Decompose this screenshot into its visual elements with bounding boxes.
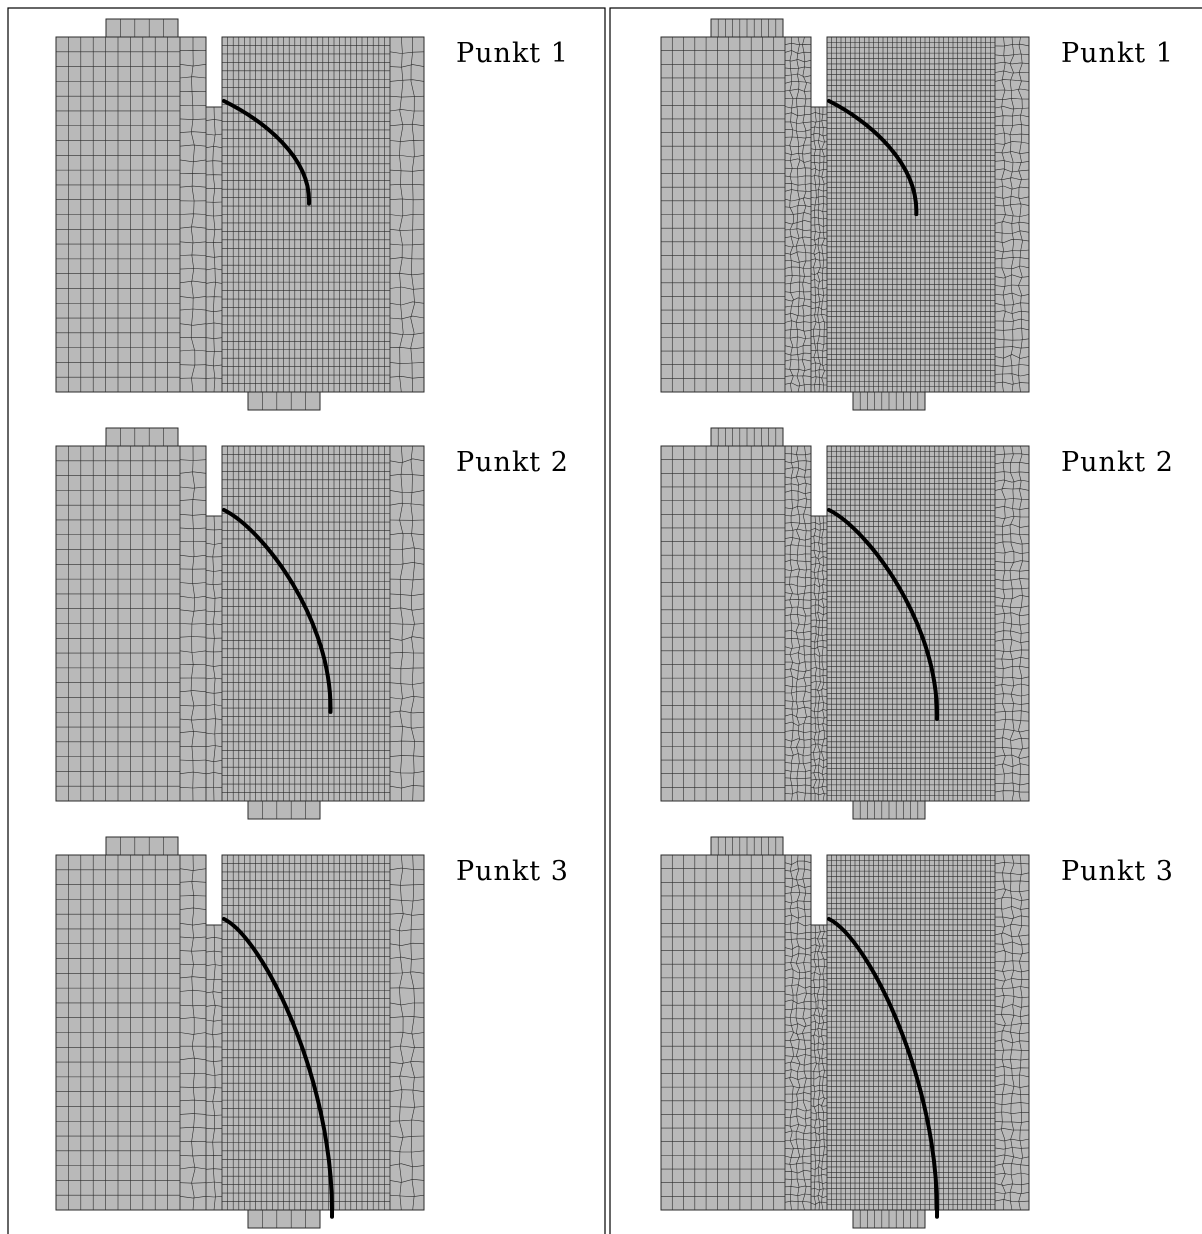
crack-path bbox=[827, 99, 919, 217]
panel-frames bbox=[7, 7, 1202, 1234]
specimens-layer: Punkt 1 Punkt 2 Punkt 3 Punkt 1 Punkt 2 Punkt… bbox=[55, 18, 1174, 1229]
case-label: Punkt 1 bbox=[1061, 38, 1174, 69]
specimen-fine-2: Punkt 2 bbox=[660, 427, 1174, 820]
crack-path bbox=[827, 508, 940, 721]
load-tab-top bbox=[710, 18, 784, 38]
mesh-region-edge bbox=[389, 445, 425, 802]
specimen-fine-3: Punkt 3 bbox=[660, 836, 1174, 1229]
load-tab-bottom bbox=[852, 391, 926, 411]
panel-frame-fine bbox=[609, 7, 1202, 1234]
load-tab-top bbox=[105, 836, 179, 856]
load-tab-bottom bbox=[247, 800, 321, 820]
load-tab-top bbox=[105, 427, 179, 447]
specimen-coarse-2: Punkt 2 bbox=[55, 427, 569, 820]
mesh-region-transition bbox=[179, 445, 223, 802]
mesh-region-transition bbox=[784, 36, 828, 393]
load-tab-bottom bbox=[247, 1209, 321, 1229]
load-tab-top bbox=[710, 836, 784, 856]
load-tab-bottom bbox=[852, 800, 926, 820]
case-label: Punkt 3 bbox=[1061, 856, 1174, 887]
load-tab-bottom bbox=[852, 1209, 926, 1229]
case-label: Punkt 2 bbox=[1061, 447, 1174, 478]
specimen-coarse-1: Punkt 1 bbox=[55, 18, 569, 411]
mesh-region-right bbox=[221, 36, 391, 393]
mesh-region-right bbox=[221, 445, 391, 802]
specimen-coarse-3: Punkt 3 bbox=[55, 836, 569, 1229]
specimen-fine-1: Punkt 1 bbox=[660, 18, 1174, 411]
load-tab-bottom bbox=[247, 391, 321, 411]
case-label: Punkt 2 bbox=[456, 447, 569, 478]
case-label: Punkt 1 bbox=[456, 38, 569, 69]
crack-path bbox=[222, 917, 335, 1219]
crack-path bbox=[827, 917, 940, 1219]
case-label: Punkt 3 bbox=[456, 856, 569, 887]
panel-frame-coarse bbox=[7, 7, 606, 1234]
load-tab-top bbox=[105, 18, 179, 38]
mesh-region-right bbox=[221, 854, 391, 1211]
crack-path bbox=[222, 99, 312, 206]
mesh-region-left bbox=[660, 854, 786, 1211]
load-tab-top bbox=[710, 427, 784, 447]
crack-path bbox=[222, 508, 333, 714]
